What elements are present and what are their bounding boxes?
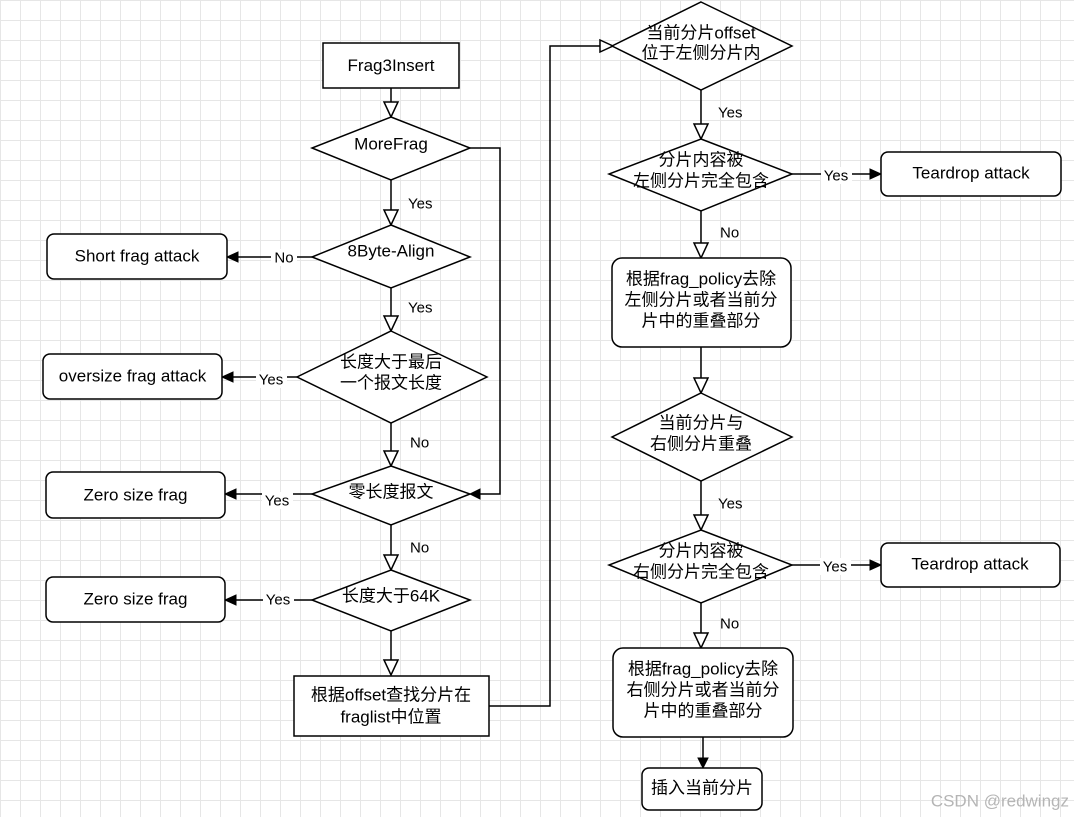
arrow-head-solid-icon (225, 251, 239, 263)
arrow-head-open-icon (382, 450, 400, 468)
edge-labels: Yes No Yes Yes No Yes No Yes Yes Yes No … (256, 105, 852, 633)
arrow-head-solid-icon (220, 371, 234, 383)
node-label-line2: 右侧分片或者当前分 (627, 681, 780, 700)
arrow-head-solid-icon (697, 757, 709, 770)
node-label-line2: 左侧分片完全包含 (633, 172, 769, 191)
node-label-line3: 片中的重叠部分 (644, 702, 763, 721)
edge-label-len64k-yes: Yes (266, 592, 290, 609)
node-label: Teardrop attack (911, 555, 1029, 574)
arrow-head-open-icon (692, 123, 710, 141)
node-label-line1: 分片内容被 (659, 542, 744, 561)
node-label-line2: 一个报文长度 (340, 374, 442, 393)
decision-8byte-align: 8Byte-Align (309, 224, 473, 289)
node-label: oversize frag attack (59, 367, 207, 386)
edge-label-containedleft-no: No (720, 225, 739, 242)
node-remove-right-overlap: 根据frag_policy去除 右侧分片或者当前分 片中的重叠部分 (612, 647, 794, 738)
arrow-head-solid-icon (869, 559, 883, 571)
edge-label-align-yes: Yes (408, 300, 432, 317)
arrow-head-solid-icon (468, 488, 481, 500)
arrow-heads (220, 38, 883, 770)
arrow-head-solid-icon (223, 594, 237, 606)
edge-label-offsetleft-yes: Yes (718, 105, 742, 122)
node-label: 插入当前分片 (651, 779, 753, 798)
node-label-line2: 右侧分片重叠 (650, 435, 752, 454)
arrow-head-open-icon (382, 659, 400, 677)
node-oversize-frag-attack: oversize frag attack (42, 353, 223, 400)
node-label: Short frag attack (75, 247, 200, 266)
node-label-line1: 根据offset查找分片在 (311, 686, 471, 705)
edge-findpos-offsetleft (489, 45, 600, 707)
watermark: CSDN @redwingz (931, 792, 1069, 811)
decision-contained-left: 分片内容被 左侧分片完全包含 (606, 138, 795, 212)
edge-label-lenlast-no: No (410, 435, 429, 452)
node-label: 长度大于64K (342, 587, 441, 606)
node-remove-left-overlap: 根据frag_policy去除 左侧分片或者当前分 片中的重叠部分 (611, 257, 792, 348)
node-label-line2: 右侧分片完全包含 (633, 563, 769, 582)
node-label-line3: 片中的重叠部分 (642, 312, 761, 331)
arrow-head-open-icon (599, 38, 615, 54)
node-label-line1: 根据frag_policy去除 (626, 270, 776, 289)
arrow-head-open-icon (692, 377, 710, 395)
edge-label-zerolen-no: No (410, 540, 429, 557)
node-label: Zero size frag (84, 486, 188, 505)
node-label-line2: 位于左侧分片内 (642, 44, 761, 63)
arrow-head-open-icon (382, 315, 400, 333)
edge-label-containedright-no: No (720, 616, 739, 633)
arrow-head-open-icon (692, 632, 710, 650)
decision-contained-right: 分片内容被 右侧分片完全包含 (606, 529, 795, 604)
node-label: Frag3Insert (348, 56, 435, 75)
node-label-line1: 长度大于最后 (340, 353, 442, 372)
edge-label-align-no: No (274, 250, 293, 267)
node-find-position: 根据offset查找分片在 fraglist中位置 (293, 675, 490, 737)
node-frag3insert: Frag3Insert (322, 42, 460, 89)
edge-label-zerolen-yes: Yes (265, 493, 289, 510)
node-label: 8Byte-Align (348, 242, 435, 261)
arrow-head-open-icon (382, 554, 400, 572)
node-teardrop-attack-2: Teardrop attack (880, 542, 1061, 588)
decision-len-gt-last: 长度大于最后 一个报文长度 (295, 330, 489, 424)
node-label-line2: 左侧分片或者当前分 (625, 291, 778, 310)
arrow-head-open-icon (382, 209, 400, 227)
arrow-head-open-icon (692, 242, 710, 260)
node-label-line1: 当前分片offset (646, 24, 756, 43)
edge-label-containedleft-yes: Yes (824, 168, 848, 185)
arrow-head-open-icon (382, 101, 400, 119)
edge-label-lenlast-yes: Yes (259, 372, 283, 389)
edge-label-overlapright-yes: Yes (718, 496, 742, 513)
edge-morefrag-zerolen-bypass (470, 147, 501, 495)
decision-len-gt-64k: 长度大于64K (309, 569, 473, 632)
arrow-head-solid-icon (223, 488, 237, 500)
node-short-frag-attack: Short frag attack (46, 233, 228, 280)
node-label: Teardrop attack (912, 164, 1030, 183)
node-insert-current: 插入当前分片 (641, 767, 763, 811)
node-zero-size-frag-2: Zero size frag (45, 576, 226, 623)
node-label-line1: 分片内容被 (659, 151, 744, 170)
node-teardrop-attack-1: Teardrop attack (880, 151, 1062, 197)
node-label: Zero size frag (84, 590, 188, 609)
node-label-line1: 根据frag_policy去除 (628, 660, 778, 679)
edge-label-morefrag-yes: Yes (408, 196, 432, 213)
node-label: MoreFrag (354, 135, 428, 154)
node-label-line1: 当前分片与 (659, 414, 744, 433)
decision-offset-in-left: 当前分片offset 位于左侧分片内 (610, 1, 794, 91)
node-label: 零长度报文 (349, 483, 434, 502)
decision-zero-len: 零长度报文 (309, 465, 473, 526)
decision-overlap-right: 当前分片与 右侧分片重叠 (610, 392, 794, 482)
connectors (233, 45, 870, 758)
arrow-head-solid-icon (869, 168, 883, 180)
node-zero-size-frag-1: Zero size frag (45, 471, 226, 519)
node-label-line2: fraglist中位置 (340, 708, 441, 727)
arrow-head-open-icon (692, 514, 710, 532)
edge-label-containedright-yes: Yes (823, 559, 847, 576)
decision-morefrag: MoreFrag (309, 116, 473, 181)
